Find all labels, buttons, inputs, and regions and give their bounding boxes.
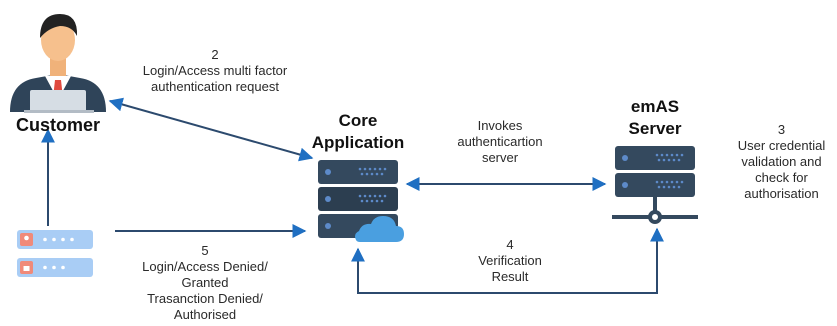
step4-line2: Result xyxy=(491,269,529,284)
step4-label: 4 Verification Result xyxy=(450,237,570,285)
emas-server-icon xyxy=(612,146,698,224)
step5-label: 5 Login/Access Denied/ Granted Trasancti… xyxy=(110,243,300,323)
step2-number: 2 xyxy=(211,47,219,62)
invokes-label: Invokes authenticartion server xyxy=(435,118,565,166)
invokes-line2: authenticartion xyxy=(457,134,543,149)
step4-line1: Verification xyxy=(478,253,542,268)
arrow-emas-core-result xyxy=(351,227,664,294)
step5-line4: Authorised xyxy=(173,307,237,322)
core-application-label-line1: Core xyxy=(338,111,378,130)
core-application-label: Core Application xyxy=(290,110,426,154)
step5-number: 5 xyxy=(201,243,209,258)
step3-line1: User credential xyxy=(737,138,826,153)
step3-number: 3 xyxy=(777,122,786,137)
customer-label: Customer xyxy=(15,115,100,135)
step2-line1: Login/Access multi factor xyxy=(142,63,288,78)
core-application-server-icon xyxy=(318,160,398,238)
emas-server-label: emAS Server xyxy=(610,96,700,140)
step5-line2: Granted xyxy=(181,275,229,290)
emas-server-label-line1: emAS xyxy=(630,97,680,116)
credential-cards-icon xyxy=(17,230,93,277)
step2-label: 2 Login/Access multi factor authenticati… xyxy=(110,47,320,95)
customer-icon xyxy=(10,14,106,113)
step5-line1: Login/Access Denied/ xyxy=(142,259,268,274)
step3-line2: validation and xyxy=(741,154,822,169)
invokes-line1: Invokes xyxy=(477,118,523,133)
core-application-label-line2: Application xyxy=(311,133,405,152)
step4-number: 4 xyxy=(506,237,514,252)
invokes-line3: server xyxy=(481,150,519,165)
step3-line3: check for xyxy=(755,170,808,185)
emas-server-label-line2: Server xyxy=(628,119,682,138)
arrow-customer-core xyxy=(108,97,314,162)
step2-line2: authentication request xyxy=(151,79,279,94)
step5-line3: Trasanction Denied/ xyxy=(147,291,263,306)
step3-line4: authorisation xyxy=(744,186,819,201)
step3-label: 3 User credential validation and check f… xyxy=(726,122,837,202)
